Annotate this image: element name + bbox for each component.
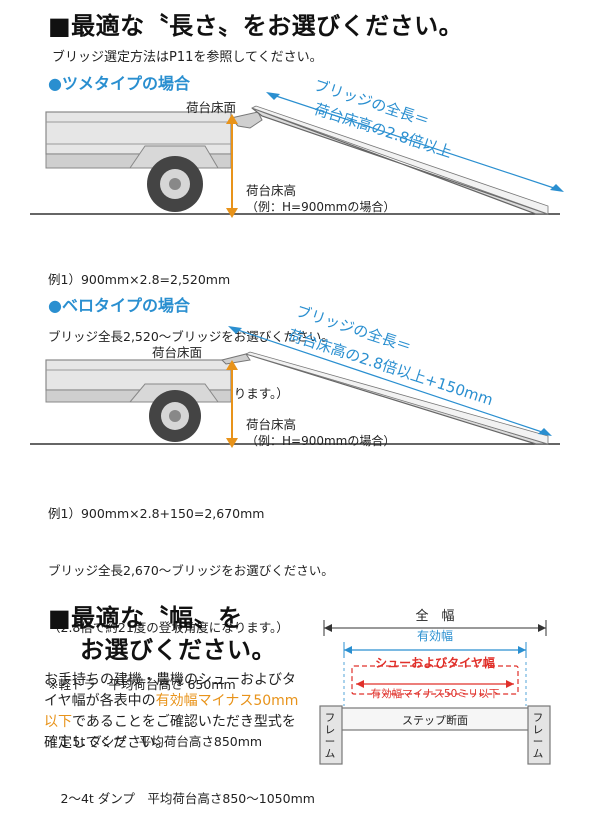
width-instructions-text: であることをご確認いただき型式を確定してください。 — [44, 714, 296, 751]
tsume-type-heading: ●ツメタイプの場合 — [48, 74, 190, 93]
bero-type-heading: ●ベロタイプの場合 — [48, 296, 190, 315]
bero-example-line: 1.5t ダンプ 平均荷台高さ850mm — [48, 734, 263, 749]
width-diagram — [319, 620, 551, 765]
tsume-height-label: 荷台床高 — [246, 183, 297, 198]
frame-left-label: フレーム — [324, 712, 336, 760]
bero-height-example: （例：H=900mmの場合） — [246, 434, 396, 448]
tsume-deck-label: 荷台床面 — [186, 100, 237, 115]
bero-deck-label: 荷台床面 — [152, 345, 203, 360]
width-highlight: 有効幅マイナス50mm以下 — [44, 693, 299, 730]
total-width-label: 全 幅 — [415, 609, 455, 624]
bero-height-label: 荷台床高 — [246, 417, 297, 432]
tsume-ramp-diagram — [30, 92, 564, 218]
width-instructions: お手持ちの建機・農機のシューおよびタイヤ幅が各表中の有効幅マイナス50mm以下で… — [44, 670, 306, 754]
length-arrow — [231, 327, 549, 435]
effective-minus-label: 有効幅マイナス50ミリ以下 — [370, 688, 500, 700]
bero-example-line: ※軽トラ 平均荷台高さ 650mm — [48, 677, 236, 692]
bero-example-line: 例1）900mm×2.8+150=2,670mm — [48, 506, 265, 521]
shoe-tire-width-label: シューおよびタイヤ幅 — [375, 656, 495, 670]
bero-ramp-diagram — [30, 326, 560, 448]
length-arrow — [269, 93, 561, 191]
effective-width-label: 有効幅 — [416, 629, 453, 643]
width-title-line-1: ■最適な〝幅〟を — [48, 604, 243, 632]
length-title: ■最適な〝長さ〟をお選びください。 — [48, 12, 464, 40]
step-section-label: ステップ断面 — [402, 714, 468, 727]
width-title-line-2: お選びください。 — [80, 636, 276, 664]
bero-example-line: 2〜4t ダンプ 平均荷台高さ850〜1050mm — [48, 791, 315, 806]
tsume-example-line: 例1）900mm×2.8=2,520mm — [48, 272, 231, 287]
selection-method-note: ブリッジ選定方法はP11を参照してください。 — [52, 50, 323, 65]
tsume-height-example: （例：H=900mmの場合） — [246, 200, 396, 214]
tsume-example-line: ブリッジ全長2,520〜ブリッジをお選びください。 — [48, 329, 334, 344]
bero-example-line: ブリッジ全長2,670〜ブリッジをお選びください。 — [48, 563, 334, 578]
bero-example-line: （2.8倍で約21度の登坂角度になります。） — [48, 620, 289, 635]
frame-right-label: フレーム — [532, 712, 544, 760]
width-instructions-text: お手持ちの建機・農機のシューおよびタイヤ幅が各表中の — [44, 672, 296, 709]
